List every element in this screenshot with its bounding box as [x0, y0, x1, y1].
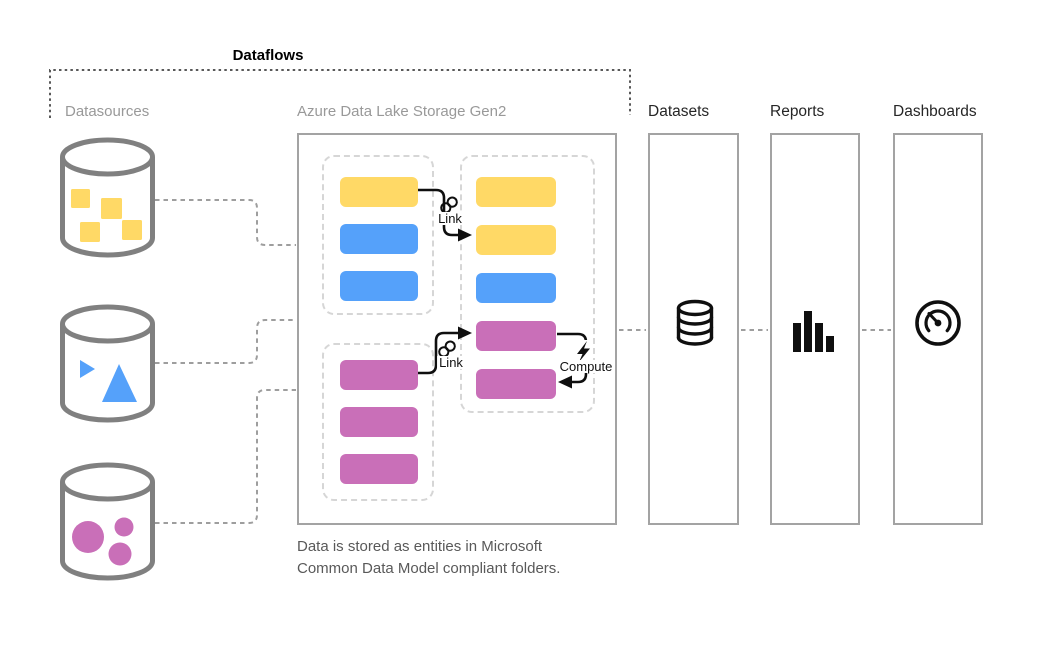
cylinder-top [60, 137, 155, 177]
cylinder-top [60, 304, 155, 344]
cylinder-top [60, 462, 155, 502]
transformed-entities-group [460, 155, 595, 413]
datasource-cylinder-circles [60, 462, 155, 581]
compute-label: Compute [557, 359, 615, 374]
datasets-box [648, 133, 739, 525]
caption-line-1: Data is stored as entities in Microsoft [297, 538, 543, 555]
pink-entity-block [476, 369, 556, 399]
dashboards-box [893, 133, 983, 525]
blue-entity-block [476, 273, 556, 303]
connector-datasource1-adls [155, 199, 296, 246]
caption: Data is stored as entities in Microsoft … [297, 536, 617, 580]
caption-line-2: Common Data Model compliant folders. [297, 560, 561, 577]
link-label-bottom: Link [437, 355, 465, 370]
pink-entity-block [476, 321, 556, 351]
datasets-label: Datasets [648, 103, 710, 120]
pink-entity-block [340, 454, 418, 484]
dashboards-label: Dashboards [893, 103, 977, 120]
cylinder-body [60, 482, 155, 581]
dataflows-title: Dataflows [232, 47, 304, 64]
pink-circles-icon [72, 517, 134, 566]
reports-label: Reports [770, 103, 825, 120]
cylinder-body [60, 324, 155, 423]
connector-datasource3-adls [155, 389, 296, 524]
cylinder-body [60, 157, 155, 258]
staging-entities-group-b [322, 343, 434, 501]
staging-entities-group-a [322, 155, 434, 315]
connector-datasource2-adls [155, 319, 296, 364]
yellow-squares-icon [71, 189, 142, 242]
datasource-cylinder-triangles [60, 304, 155, 423]
yellow-entity-block [476, 225, 556, 255]
link-label-top: Link [436, 211, 464, 226]
yellow-entity-block [476, 177, 556, 207]
blue-entity-block [340, 271, 418, 301]
yellow-entity-block [340, 177, 418, 207]
reports-box [770, 133, 860, 525]
blue-triangles-icon [80, 360, 137, 402]
pink-entity-block [340, 360, 418, 390]
datasource-cylinder-squares [60, 137, 155, 258]
blue-entity-block [340, 224, 418, 254]
adls-gen2-label: Azure Data Lake Storage Gen2 [297, 103, 507, 120]
datasources-label: Datasources [65, 103, 150, 120]
pink-entity-block [340, 407, 418, 437]
